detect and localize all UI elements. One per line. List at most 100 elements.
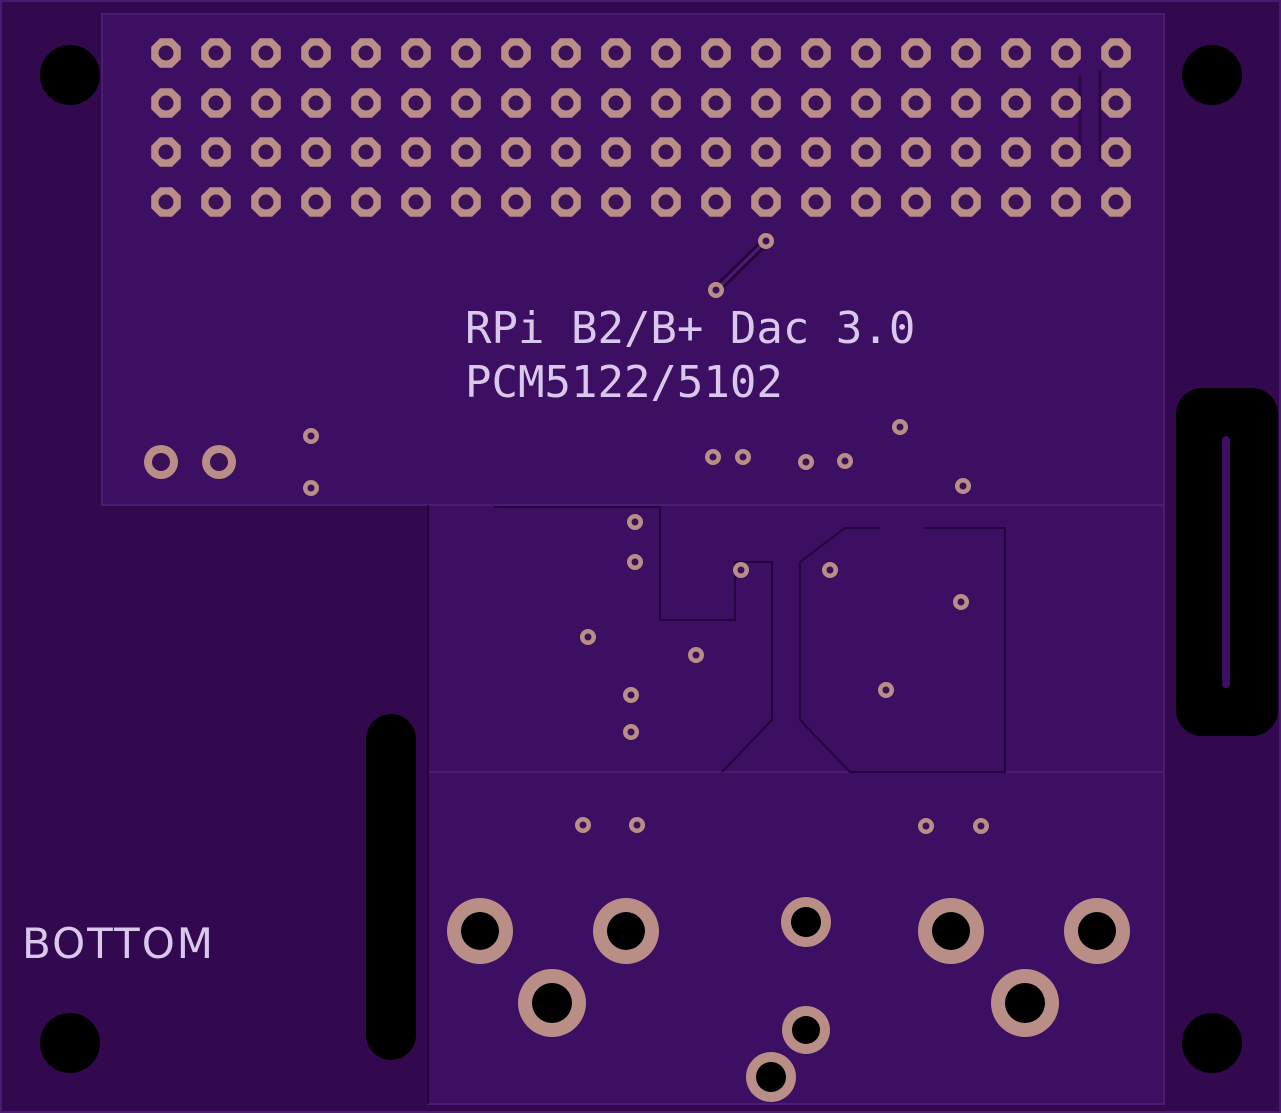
via-icon xyxy=(955,478,971,494)
plated-through-hole-icon xyxy=(447,898,513,964)
mounting-holes xyxy=(40,45,1242,1073)
plated-through-hole-icon xyxy=(801,137,831,167)
plated-through-hole-icon xyxy=(501,38,531,68)
plated-through-hole-icon xyxy=(501,137,531,167)
via-icon xyxy=(837,453,853,469)
plated-through-hole-icon xyxy=(251,88,281,118)
plated-through-hole-icon xyxy=(1001,137,1031,167)
plated-through-hole-icon xyxy=(1001,38,1031,68)
plated-through-hole-icon xyxy=(951,187,981,217)
plated-through-hole-icon xyxy=(751,38,781,68)
plated-through-hole-icon xyxy=(501,187,531,217)
middle-pour xyxy=(427,504,1165,773)
plated-through-hole-icon xyxy=(1001,187,1031,217)
plated-through-hole-icon xyxy=(351,38,381,68)
plated-through-hole-icon xyxy=(1001,88,1031,118)
plated-through-hole-icon xyxy=(751,187,781,217)
plated-through-hole-icon xyxy=(651,88,681,118)
plated-through-hole-icon xyxy=(701,137,731,167)
left-pads xyxy=(144,445,236,479)
plated-through-hole-icon xyxy=(751,137,781,167)
plated-through-hole-icon xyxy=(851,187,881,217)
plated-through-hole-icon xyxy=(851,137,881,167)
plated-through-hole-icon xyxy=(746,1052,796,1102)
plated-through-hole-icon xyxy=(301,187,331,217)
plated-through-hole-icon xyxy=(951,137,981,167)
plated-through-hole-icon xyxy=(1051,137,1081,167)
plated-through-hole-icon xyxy=(401,88,431,118)
via-icon xyxy=(973,818,989,834)
plated-through-hole-icon xyxy=(451,38,481,68)
slot-cutouts xyxy=(366,388,1278,1060)
via-icon xyxy=(705,449,721,465)
via-icon xyxy=(798,454,814,470)
via-icon xyxy=(627,514,643,530)
plated-through-hole-icon xyxy=(351,88,381,118)
plated-through-hole-icon xyxy=(401,38,431,68)
plated-through-hole-icon xyxy=(1101,137,1131,167)
plated-through-hole-icon xyxy=(201,137,231,167)
via-icon xyxy=(918,818,934,834)
via-icon xyxy=(688,647,704,663)
plated-through-hole-icon xyxy=(801,88,831,118)
plated-through-hole-icon xyxy=(451,88,481,118)
plated-through-hole-icon xyxy=(593,898,659,964)
mounting-hole-icon xyxy=(1182,45,1242,105)
plated-through-hole-icon xyxy=(251,187,281,217)
plated-through-hole-icon xyxy=(901,38,931,68)
plated-through-hole-icon xyxy=(1101,187,1131,217)
via-icon xyxy=(303,428,319,444)
via-icon xyxy=(822,562,838,578)
plated-through-hole-icon xyxy=(351,137,381,167)
via-icon xyxy=(623,724,639,740)
plated-through-hole-icon xyxy=(551,38,581,68)
plated-through-hole-icon xyxy=(351,187,381,217)
plated-through-hole-icon xyxy=(901,88,931,118)
plated-through-hole-icon xyxy=(1051,187,1081,217)
via-icon xyxy=(303,480,319,496)
plated-through-hole-icon xyxy=(751,88,781,118)
plated-through-hole-icon xyxy=(301,38,331,68)
plated-through-hole-icon xyxy=(401,137,431,167)
plated-through-hole-icon xyxy=(451,137,481,167)
plated-through-hole-icon xyxy=(201,187,231,217)
plated-through-hole-icon xyxy=(301,88,331,118)
plated-through-hole-icon xyxy=(651,187,681,217)
gpio-header-pads xyxy=(151,38,1131,217)
via-icon xyxy=(575,817,591,833)
mounting-hole-icon xyxy=(1182,1013,1242,1073)
plated-through-hole-icon xyxy=(701,38,731,68)
plated-through-hole-icon xyxy=(851,88,881,118)
plated-through-hole-icon xyxy=(951,38,981,68)
plated-through-hole-icon xyxy=(251,38,281,68)
pour-outlines xyxy=(427,505,1006,1104)
via-icon xyxy=(580,629,596,645)
plated-through-hole-icon xyxy=(991,969,1059,1037)
plated-through-hole-icon xyxy=(951,88,981,118)
plated-through-hole-icon xyxy=(601,137,631,167)
plated-through-hole-icon xyxy=(551,187,581,217)
plated-through-hole-icon xyxy=(701,187,731,217)
plated-through-hole-icon xyxy=(301,137,331,167)
plated-through-hole-icon xyxy=(551,88,581,118)
plated-through-hole-icon xyxy=(1101,88,1131,118)
plated-through-hole-icon xyxy=(451,187,481,217)
via-icon xyxy=(629,817,645,833)
board-title-line2: PCM5122/5102 xyxy=(465,357,783,408)
plated-through-hole-icon xyxy=(551,137,581,167)
plated-through-hole-icon xyxy=(1101,38,1131,68)
via-icon xyxy=(708,282,724,298)
vias xyxy=(303,233,989,834)
plated-through-hole-icon xyxy=(851,38,881,68)
via-icon xyxy=(627,554,643,570)
via-icon xyxy=(735,449,751,465)
audio-jack-pads xyxy=(447,897,1130,1102)
via-icon xyxy=(953,594,969,610)
plated-through-hole-icon xyxy=(918,898,984,964)
plated-through-hole-icon xyxy=(801,38,831,68)
plated-through-hole-icon xyxy=(651,137,681,167)
via-icon xyxy=(892,419,908,435)
plated-through-hole-icon xyxy=(151,88,181,118)
plated-through-hole-icon xyxy=(251,137,281,167)
